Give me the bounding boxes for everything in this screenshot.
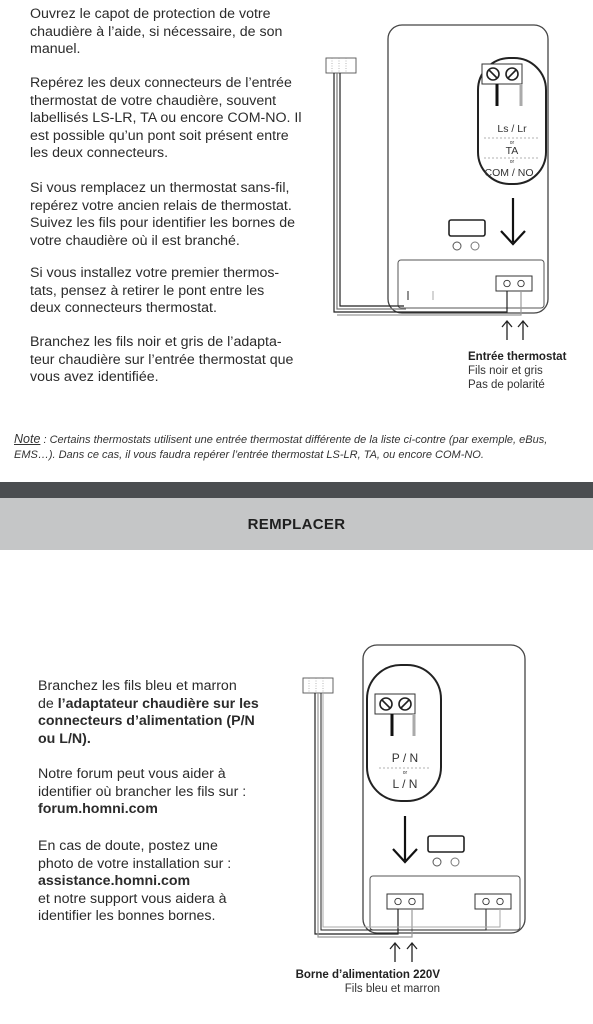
text-bold: l’adaptateur chaudière sur les connecteu…	[38, 695, 259, 747]
paragraph-support: En cas de doute, postez une photo de vot…	[38, 838, 253, 926]
terminal-zoom-panel	[477, 57, 547, 185]
forum-link[interactable]: forum.homni.com	[38, 801, 158, 818]
text: et notre support vous aidera à identifie…	[38, 890, 227, 925]
label-or: or	[510, 140, 515, 146]
arrow-down-icon	[500, 198, 526, 246]
label-com-no: COM / NO	[485, 167, 534, 179]
paragraph-first-install: Si vous installez votre premier thermos-…	[30, 265, 280, 317]
boiler-display	[448, 219, 486, 237]
thermostat-input-caption: Entrée thermostat Fils noir et gris Pas …	[468, 350, 586, 392]
arrow-up-icon	[406, 941, 418, 962]
screw-icon	[505, 67, 519, 81]
paragraph-connect-wires: Branchez les fils noir et gris de l’adap…	[30, 334, 294, 386]
label-or: or	[510, 159, 515, 165]
caption-line: Pas de polarité	[468, 379, 545, 391]
text: de	[38, 695, 58, 712]
section-header: REMPLACER	[0, 498, 593, 550]
paragraph-connect-power: Branchez les fils bleu et marron de l’ad…	[38, 678, 263, 748]
paragraph-forum: Notre forum peut vous aider à identifier…	[38, 766, 253, 819]
label-l-n: L / N	[393, 777, 418, 791]
screw-icon	[379, 697, 393, 711]
boiler-thermostat-diagram: Ls / Lr or TA or COM / NO	[325, 24, 549, 340]
caption-line: Fils bleu et marron	[344, 983, 440, 995]
arrow-down-icon	[392, 816, 418, 864]
adapter-cable	[314, 693, 399, 935]
power-terminal-right	[474, 893, 512, 910]
note-body: : Certains thermostats utilisent une ent…	[14, 434, 548, 461]
boiler-knob-icon	[452, 241, 462, 251]
adapter-connector	[325, 57, 357, 74]
note-text: Note : Certains thermostats utilisent un…	[14, 432, 579, 463]
label-ls-lr: Ls / Lr	[497, 123, 527, 135]
boiler-knob-icon	[450, 857, 460, 867]
label-p-n: P / N	[392, 751, 418, 765]
arrow-up-icon	[389, 941, 401, 962]
text: En cas de doute, postez une photo de vot…	[38, 838, 232, 872]
section-title: REMPLACER	[247, 515, 346, 533]
paragraph-wireless-replace: Si vous remplacez un thermostat sans-fil…	[30, 180, 295, 249]
boiler-knob-icon	[432, 857, 442, 867]
note-label: Note	[14, 432, 41, 446]
label-or: or	[403, 770, 408, 776]
power-input-caption: Borne d’alimentation 220V Fils bleu et m…	[270, 968, 440, 996]
power-terminal-left	[386, 893, 424, 910]
assistance-link[interactable]: assistance.homni.com	[38, 873, 191, 890]
caption-title: Entrée thermostat	[468, 351, 567, 363]
label-ta: TA	[506, 145, 519, 157]
text: Branchez les fils bleu et marron	[38, 678, 237, 694]
screw-icon	[486, 67, 500, 81]
caption-title: Borne d’alimentation 220V	[295, 969, 440, 981]
boiler-knob-icon	[470, 241, 480, 251]
arrow-up-icon	[517, 319, 529, 340]
paragraph-find-connectors: Repérez les deux connecteurs de l’entrée…	[30, 75, 302, 162]
section-divider	[0, 482, 593, 498]
caption-line: Fils noir et gris	[468, 365, 543, 377]
screw-icon	[398, 697, 412, 711]
text: Notre forum peut vous aider à identifier…	[38, 766, 247, 800]
adapter-connector	[302, 677, 334, 694]
arrow-up-icon	[501, 319, 513, 340]
paragraph-open-cover: Ouvrez le capot de protection de votre c…	[30, 6, 283, 58]
boiler-power-diagram: P / N or L / N	[302, 644, 526, 962]
boiler-display	[427, 835, 465, 853]
thermostat-terminal	[495, 275, 533, 292]
adapter-cable	[333, 73, 508, 313]
